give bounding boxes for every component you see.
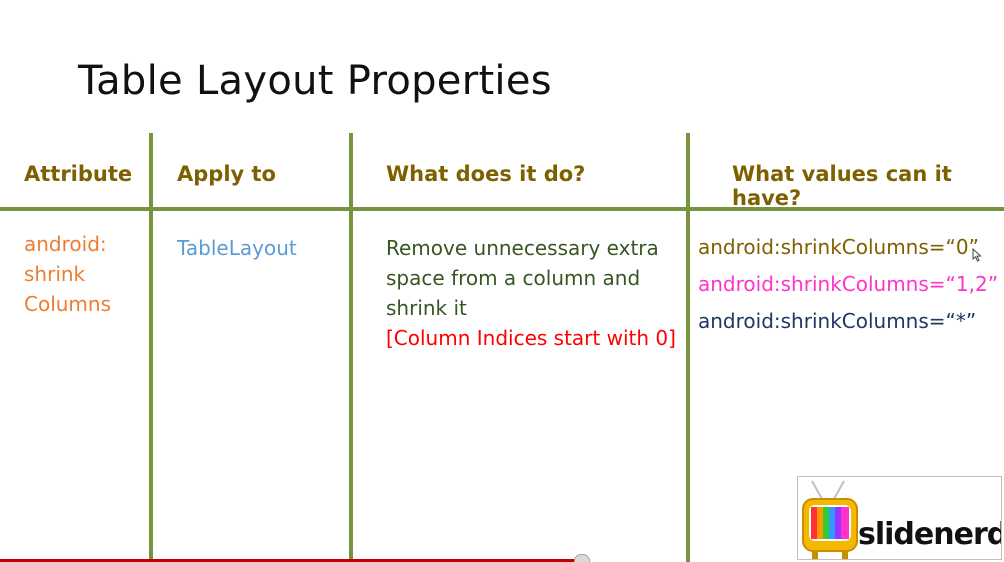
tv-logo-icon (802, 480, 858, 559)
cell-values: android:shrinkColumns=“0” android:shrink… (698, 229, 998, 340)
description-line: Remove unnecessary extra (386, 236, 659, 260)
attribute-line: android: (24, 232, 107, 256)
column-indices-note: [Column Indices start with 0] (386, 326, 676, 350)
attribute-line: shrink (24, 262, 86, 286)
description-line: shrink it (386, 296, 467, 320)
cell-attribute: android: shrink Columns (24, 229, 111, 319)
value-example: android:shrinkColumns=“0” (698, 235, 979, 259)
video-progress-bar[interactable] (0, 559, 585, 562)
value-example: android:shrinkColumns=“1,2” (698, 272, 999, 296)
header-apply-to: Apply to (177, 162, 276, 186)
video-scrub-handle[interactable] (574, 554, 590, 562)
value-example: android:shrinkColumns=“*” (698, 309, 977, 333)
table-column-divider (686, 133, 690, 562)
table-header-divider (0, 207, 1004, 211)
header-attribute: Attribute (24, 162, 133, 186)
header-what-does-it-do: What does it do? (386, 162, 586, 186)
cell-description: Remove unnecessary extra space from a co… (386, 233, 676, 353)
slidenerd-brand-text: slidenerd (858, 517, 1002, 552)
cell-apply-to: TableLayout (177, 236, 297, 260)
description-line: space from a column and (386, 266, 641, 290)
table-column-divider (149, 133, 153, 562)
slidenerd-watermark: slidenerd (797, 476, 1002, 560)
slide-title: Table Layout Properties (78, 58, 552, 104)
attribute-line: Columns (24, 292, 112, 316)
mouse-pointer-icon (972, 248, 982, 262)
table-column-divider (349, 133, 353, 562)
header-what-values: What values can it have? (732, 162, 952, 210)
